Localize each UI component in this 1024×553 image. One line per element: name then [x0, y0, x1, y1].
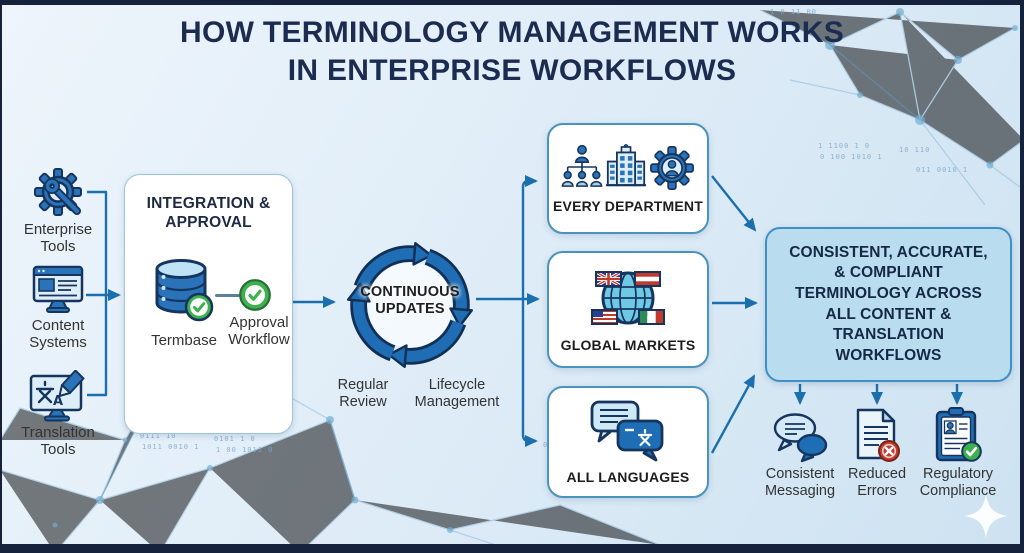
approval-workflow-label: Approval Workflow: [228, 314, 290, 348]
benefit-consistent-messaging: Consistent Messaging: [758, 412, 842, 499]
global-markets-box: GLOBAL MARKETS: [547, 251, 709, 368]
frame-bottom: [0, 544, 1024, 553]
document-error-icon: [856, 408, 900, 462]
clipboard-check-icon: [935, 407, 982, 462]
source-content-systems: Content Systems: [10, 265, 106, 352]
global-markets-label: GLOBAL MARKETS: [560, 337, 696, 353]
binary-text: 1 1100 1 0: [818, 142, 871, 150]
org-chart-icon: [561, 144, 603, 187]
all-languages-label: ALL LANGUAGES: [566, 468, 690, 485]
regular-review-label: Regular Review: [337, 377, 389, 410]
outcome-box: CONSISTENT, ACCURATE, & COMPLIANT TERMIN…: [765, 227, 1012, 382]
arrow-languages-to-outcome: [710, 374, 756, 454]
title-line-1: HOW TERMINOLOGY MANAGEMENT WORKS: [179, 16, 845, 49]
gear-person-icon: [650, 146, 694, 190]
chat-bubbles-icon: [773, 413, 828, 463]
benefit-reduced-errors: Reduced Errors: [842, 408, 912, 499]
austria-flag: [634, 271, 661, 287]
gear-wrench-icon: [34, 168, 82, 216]
frame-right: [1020, 0, 1024, 553]
every-department-box: EVERY DEPARTMENT: [547, 123, 709, 234]
binary-text: 0 100 1010 1: [820, 153, 883, 161]
cms-monitor-icon: [32, 265, 84, 313]
binary-text: 0101 1 0: [214, 435, 256, 443]
frame-left: [0, 0, 2, 553]
page-title: HOW TERMINOLOGY MANAGEMENT WORKS IN ENTE…: [0, 14, 1024, 90]
title-line-2: IN ENTERPRISE WORKFLOWS: [287, 53, 737, 87]
source-translation-tools: A Translation Tools: [10, 370, 106, 459]
binary-text: 10 110: [899, 146, 931, 154]
lifecycle-management-label: Lifecycle Management: [414, 377, 500, 410]
benefit-label: Reduced Errors: [847, 466, 907, 499]
all-languages-box: ALL LANGUAGES: [547, 386, 709, 498]
translation-monitor-icon: A: [29, 370, 85, 422]
frame-top: [0, 0, 1024, 5]
source-label: Content Systems: [29, 317, 87, 351]
integration-approval-panel: INTEGRATION & APPROVAL Termbase Approval…: [124, 174, 293, 434]
arrow-branch-up-departments: [521, 175, 538, 299]
cycle-title-line-2: UPDATES: [375, 301, 445, 318]
benefit-label: Consistent Messaging: [764, 466, 836, 499]
binary-text: 1 00 1011 0: [216, 446, 274, 454]
usa-flag: [591, 309, 618, 325]
integration-title: INTEGRATION & APPROVAL: [146, 195, 271, 231]
source-label: Translation Tools: [21, 424, 95, 458]
department-icons: [561, 143, 695, 191]
binary-text: 1011 0010 1: [142, 443, 200, 451]
benefit-regulatory-compliance: Regulatory Compliance: [915, 406, 1001, 499]
every-department-label: EVERY DEPARTMENT: [553, 198, 703, 214]
cycle-title-line-1: CONTINUOUS: [360, 284, 460, 300]
building-icon: [606, 144, 646, 187]
source-label: Enterprise Tools: [23, 221, 93, 255]
termbase-database-icon: [155, 259, 214, 322]
cycle-title: CONTINUOUS UPDATES: [349, 284, 471, 318]
chat-translate-icon: [590, 400, 664, 461]
approval-check-icon: [239, 279, 271, 311]
source-enterprise-tools: Enterprise Tools: [10, 167, 106, 256]
outcome-text: CONSISTENT, ACCURATE, & COMPLIANT TERMIN…: [789, 243, 988, 364]
sparkle-icon: [964, 494, 1008, 538]
uk-flag: [595, 271, 622, 287]
binary-text: 011 0010 1: [916, 166, 969, 174]
globe-flags-icon: [591, 271, 665, 325]
arrow-departments-to-outcome: [711, 175, 757, 232]
italy-flag: [638, 309, 665, 325]
benefit-label: Regulatory Compliance: [919, 466, 997, 499]
arrow-branch-down-languages: [521, 299, 538, 447]
